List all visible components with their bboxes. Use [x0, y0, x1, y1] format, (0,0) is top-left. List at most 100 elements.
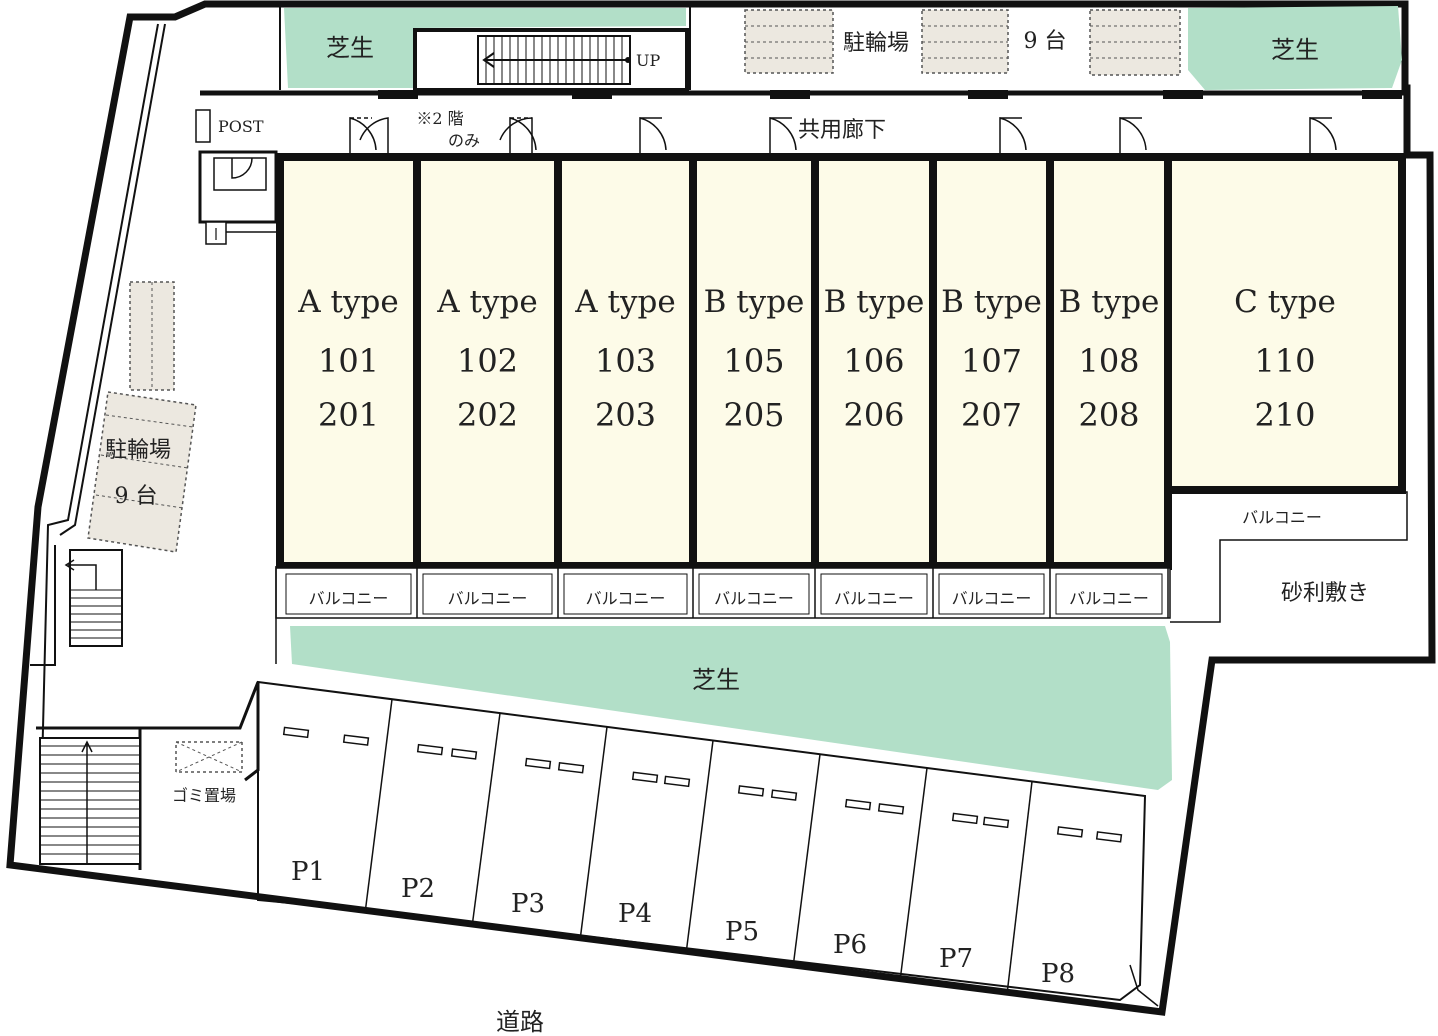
- wheel-stop: [416, 743, 444, 756]
- stair-steps-left-lower: [40, 745, 140, 855]
- garbage-cross: [175, 741, 243, 773]
- door-swing-icon: [639, 117, 667, 153]
- corridor-wall-tabs: [378, 90, 1402, 99]
- room-number: 105: [723, 342, 784, 380]
- arrowhead-up-icon: [81, 740, 93, 753]
- unit-type-label: B type: [824, 284, 925, 320]
- bike-count-bg: [1012, 26, 1078, 58]
- balcony-label: バルコニー: [1069, 589, 1149, 608]
- unit-type-label: B type: [941, 284, 1042, 320]
- stair-left-upper-wall: [30, 545, 56, 666]
- room-number: 201: [318, 396, 379, 434]
- wheel-stop: [737, 785, 765, 797]
- balcony-label: バルコニー: [834, 589, 914, 608]
- wheel-stop: [663, 775, 691, 788]
- door-swing-icon: [1119, 117, 1147, 153]
- balcony-c: [1170, 491, 1408, 623]
- unit-type-label: C type: [1234, 284, 1336, 320]
- bicycle-parking-label-top: 駐輪場: [843, 31, 909, 56]
- post-label: POST: [218, 117, 264, 136]
- room-number: 101: [318, 342, 379, 380]
- wheel-stop: [524, 757, 552, 770]
- door-swing-icon: [999, 117, 1027, 153]
- post-box: [195, 109, 211, 143]
- stair-left-lower: [39, 737, 141, 865]
- unit-room: [929, 153, 1054, 570]
- parking-divider: [471, 713, 501, 928]
- parking-space-label: P7: [939, 944, 973, 974]
- room-number: 103: [595, 342, 656, 380]
- wheel-stop: [1056, 826, 1084, 838]
- stair-arrow-left: [68, 564, 97, 590]
- wheel-stop: [877, 803, 905, 815]
- balcony-label-c: バルコニー: [1242, 508, 1322, 527]
- door-swing-icon: [359, 117, 389, 153]
- door-swing-icon: [769, 117, 797, 153]
- entrance-inner: [213, 157, 267, 191]
- bike-label-bg: [835, 26, 917, 58]
- parking-edge: [1129, 964, 1159, 1007]
- stair-steps-left-upper: [70, 589, 122, 639]
- unit-room: [811, 153, 937, 570]
- room-number: 108: [1078, 342, 1139, 380]
- parking-divider: [364, 699, 393, 914]
- room-number: 206: [843, 396, 904, 434]
- site-inner-line: [39, 23, 159, 851]
- room-number: 207: [961, 396, 1022, 434]
- parking-divider: [899, 767, 928, 981]
- unit-room: [413, 153, 562, 570]
- wheel-stop: [982, 816, 1010, 829]
- bike-rack-left-lines: [95, 282, 194, 509]
- balcony-railing: [422, 573, 553, 615]
- parking-divider: [685, 740, 714, 954]
- balcony-railing: [563, 573, 688, 615]
- lawn-label-top-left: 芝生: [326, 34, 374, 62]
- room-number: 210: [1254, 396, 1315, 434]
- arrowhead-left-icon: [482, 52, 495, 68]
- room-number: 110: [1254, 342, 1315, 380]
- parking-divider: [579, 726, 608, 941]
- room-number: 102: [457, 342, 518, 380]
- bicycle-count-label-top: 9 台: [1024, 29, 1067, 54]
- room-number: 202: [457, 396, 518, 434]
- garbage-label: ゴミ置場: [172, 786, 236, 805]
- wheel-stop: [450, 748, 478, 760]
- door-swing-icon: [1309, 117, 1337, 153]
- unit-doors: [349, 117, 1337, 153]
- balcony-railing: [938, 573, 1045, 615]
- door-swing-icon: [499, 117, 533, 153]
- unit-110: C type 110 210: [1164, 153, 1406, 494]
- bicycle-parking-label-left: 駐輪場: [105, 438, 171, 463]
- site-inner-line-2: [59, 23, 166, 536]
- room-number: 208: [1078, 396, 1139, 434]
- parking-space-label: P4: [618, 899, 652, 929]
- unit-107: B type 107 207: [929, 153, 1054, 570]
- lawn-label-bottom: 芝生: [692, 666, 740, 694]
- unit-type-label: A type: [574, 284, 675, 320]
- balcony-label: バルコニー: [448, 589, 528, 608]
- room-number: 107: [961, 342, 1022, 380]
- stair-dot: [625, 57, 631, 63]
- corridor-label: 共用廊下: [798, 118, 886, 143]
- gravel-label: 砂利敷き: [1281, 581, 1369, 606]
- door-swing-icon: [349, 117, 377, 153]
- parking-divider: [1006, 781, 1033, 995]
- room-number: 106: [843, 342, 904, 380]
- unit-room: [276, 153, 421, 570]
- balcony-railing: [820, 573, 928, 615]
- garbage-area: [175, 741, 243, 773]
- lawn-label-top-right: 芝生: [1271, 36, 1319, 64]
- unit-room: [554, 153, 697, 570]
- balcony-railing: [285, 573, 412, 615]
- balcony-label: バルコニー: [714, 589, 794, 608]
- parking-space-label: P5: [725, 917, 759, 947]
- balcony-railing: [698, 573, 810, 615]
- wheel-stop: [951, 812, 979, 825]
- bicycle-count-label-left: 9 台: [115, 484, 158, 509]
- parking-divider: [792, 754, 821, 968]
- balcony-label: バルコニー: [309, 589, 389, 608]
